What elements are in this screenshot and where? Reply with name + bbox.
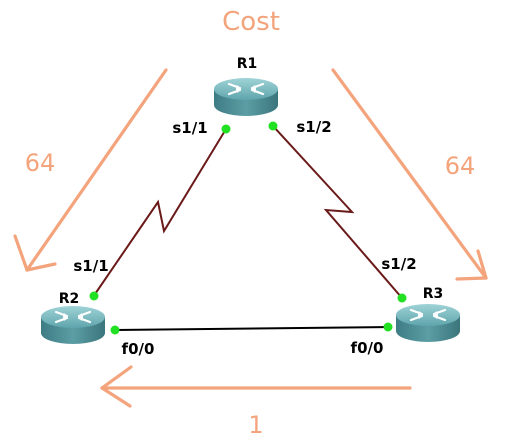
iface-label-r2-s1-1: s1/1: [73, 257, 108, 275]
router-label-r2: R2: [59, 291, 80, 307]
left-cost-arrow: [13, 68, 168, 272]
serial-link-r1-r2: [92, 128, 227, 298]
iface-label-r3-f0-0: f0/0: [351, 339, 384, 357]
router-icon: [39, 304, 107, 346]
port-dot-r3-f0-0: [383, 322, 393, 332]
cost-left: 64: [25, 149, 56, 177]
router-r2[interactable]: [39, 304, 107, 346]
ethernet-link-r2-r3: [114, 326, 389, 331]
right-cost-arrow: [331, 68, 488, 281]
iface-label-r1-s1-1: s1/1: [172, 119, 207, 137]
router-label-r1: R1: [237, 56, 258, 72]
port-dot-r1-s1-2: [268, 121, 278, 131]
cost-right: 64: [445, 152, 476, 180]
port-dot-r3-s1-2: [397, 293, 407, 303]
cost-title: Cost: [222, 7, 280, 37]
router-r3[interactable]: [394, 302, 462, 344]
router-icon: [212, 76, 280, 118]
router-r1[interactable]: [212, 76, 280, 118]
serial-link-r1-r3: [272, 125, 403, 299]
iface-label-r2-f0-0: f0/0: [122, 340, 155, 358]
bottom-cost-arrow: [100, 365, 412, 408]
cost-bottom: 1: [248, 411, 263, 439]
router-label-r3: R3: [423, 286, 444, 302]
port-dot-r2-f0-0: [110, 325, 120, 335]
iface-label-r3-s1-2: s1/2: [381, 255, 416, 273]
iface-label-r1-s1-2: s1/2: [296, 118, 331, 136]
port-dot-r1-s1-1: [221, 124, 231, 134]
port-dot-r2-s1-1: [89, 291, 99, 301]
router-icon: [394, 302, 462, 344]
